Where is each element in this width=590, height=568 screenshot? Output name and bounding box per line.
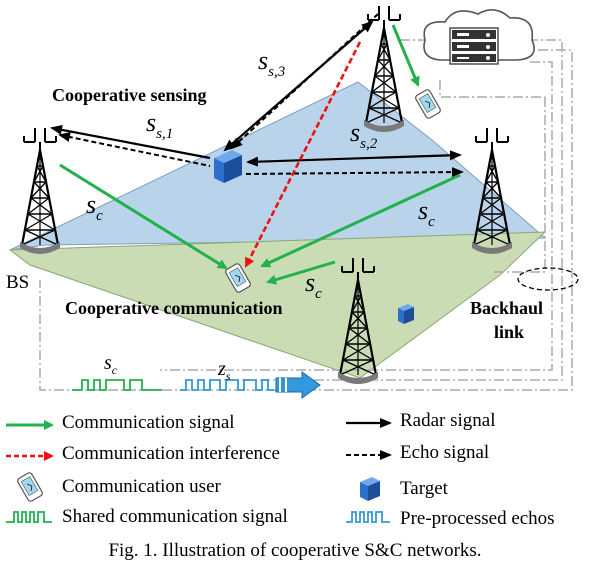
- backhaul-ellipse: [517, 267, 579, 291]
- sc-right-symbol: sc: [418, 196, 435, 230]
- legend-communication-user: Communication user: [62, 476, 221, 497]
- ss2-symbol: ss,2: [350, 118, 378, 152]
- interference-signal: [244, 41, 362, 268]
- target-cube: [214, 150, 242, 183]
- sc-bottom-symbol: sc: [305, 268, 322, 302]
- ss3-symbol: ss,3: [258, 46, 286, 80]
- communication-signals: [59, 24, 461, 285]
- shared-signal-waveform: [72, 379, 162, 391]
- sc-left-symbol: sc: [86, 190, 103, 224]
- legend-pre-processed-echos: Pre-processed echos: [400, 508, 555, 529]
- communication-user-top: [413, 88, 443, 120]
- legend-shared-communication-signal: Shared communication signal: [62, 506, 288, 527]
- legend-shared-signal-icon: [6, 511, 52, 523]
- legend-communication-user-icon: [15, 471, 45, 503]
- legend-target: Target: [400, 478, 448, 499]
- legend-echo-signal: Echo signal: [400, 442, 490, 463]
- legend-pre-processed-icon: [346, 511, 390, 523]
- sc-wave-symbol: sc: [104, 352, 118, 377]
- bs-label: BS: [6, 272, 30, 293]
- communication-area: [8, 231, 547, 379]
- ss1-symbol: ss,1: [146, 108, 174, 142]
- legend-target-icon: [360, 477, 380, 501]
- figure-caption: Fig. 1. Illustration of cooperative S&C …: [108, 540, 482, 561]
- backhaul-links: [39, 39, 573, 391]
- pre-processed-waveform: [180, 379, 274, 391]
- zs-wave-symbol: zs: [218, 358, 231, 383]
- backhaul-label-line2: link: [494, 322, 525, 342]
- cloud-server-icon: [423, 9, 535, 65]
- backhaul-label-line1: Backhaul: [470, 298, 544, 318]
- cooperative-sensing-label: Cooperative sensing: [52, 85, 207, 105]
- legend-communication-interference: Communication interference: [62, 443, 280, 464]
- target-cube-small: [398, 304, 414, 324]
- pre-processed-arrow: [275, 371, 321, 399]
- echo-signals: [58, 13, 464, 178]
- legend-radar-signal: Radar signal: [400, 410, 496, 431]
- legend-communication-signal: Communication signal: [62, 412, 235, 433]
- cooperative-communication-label: Cooperative communication: [65, 298, 283, 318]
